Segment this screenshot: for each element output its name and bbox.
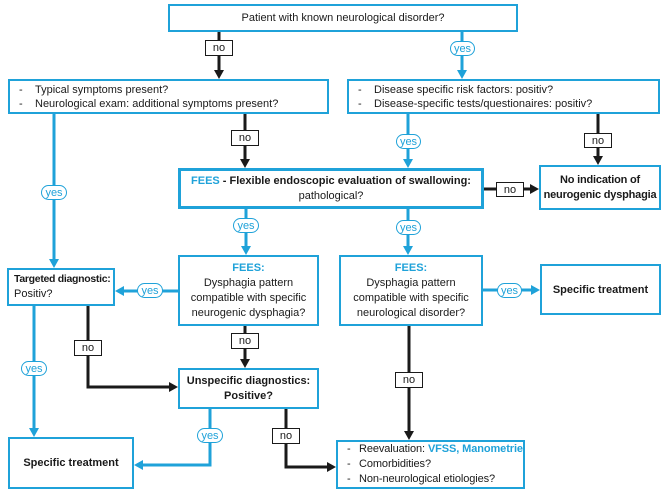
outcome-specific-treatment-left: Specific treatment [8,437,134,489]
list-item-text: Neurological exam: additional symptoms p… [35,97,279,110]
arrowhead [134,460,143,470]
list-marker: - [358,83,362,96]
outcome-specific-treatment-right: Specific treatment [540,264,661,315]
pattern-line: compatible with specific [353,291,469,304]
pattern-line: neurological disorder? [356,306,466,319]
no-label-fees-to-no-indication: no [496,182,524,197]
connector-targeted-to-unspecific [86,305,178,392]
no-label-targeted-to-unspecific: no [74,340,102,356]
connector-unspecific-to-reevaluation [284,408,336,472]
fees-acronym: FEES [191,174,220,187]
connector-line [284,408,328,469]
arrowhead [169,382,178,392]
fees-title: - Flexible endoscopic evaluation of swal… [219,174,471,187]
arrowhead [593,156,603,165]
outcome-line: neurogenic dysphagia [543,188,657,201]
decision-risk-factors: -Disease specific risk factors: positiv?… [347,79,660,114]
fees-heading: FEES: [394,261,428,274]
arrowhead [240,159,250,168]
reevaluation-label: Reevaluation: [359,443,428,455]
yes-label-neurological-to-treatment: yes [497,283,522,298]
no-label-risk-to-no-indication: no [584,133,612,148]
no-label-neurogenic-to-unspecific: no [231,333,259,349]
arrowhead [115,286,124,296]
list-item-text: Disease-specific tests/questionaires: po… [374,97,593,110]
connector-line [142,408,212,467]
pattern-line: Dysphagia pattern [366,276,456,289]
list-marker: - [347,473,351,485]
decision-fees-neurogenic-pattern: FEES: Dysphagia pattern compatible with … [178,255,319,326]
no-label-unspecific-to-reevaluation: no [272,428,300,444]
yes-label-neurogenic-to-targeted: yes [137,283,163,298]
treatment-label: Specific treatment [552,283,649,296]
outcome-no-indication: No indication of neurogenic dysphagia [539,165,661,210]
arrowhead [49,259,59,268]
yes-label-fees-to-neurological: yes [396,220,421,235]
pattern-line: neurogenic dysphagia? [191,306,306,319]
arrowhead [214,70,224,79]
treatment-label: Specific treatment [23,457,119,469]
decision-unspecific-diagnostics: Unspecific diagnostics: Positive? [178,368,319,409]
arrowhead [240,359,250,368]
decision-fees-neurological-pattern: FEES: Dysphagia pattern compatible with … [339,255,483,326]
list-item: -Disease-specific tests/questionaires: p… [358,97,592,111]
arrowhead [29,428,39,437]
unspecific-question: Positive? [224,389,273,402]
fees-heading: FEES: [232,261,265,274]
connector-line [86,305,170,389]
decision-targeted-diagnostic: Targeted diagnostic: Positiv? [7,268,115,306]
connector-unspecific-to-treatment [134,408,212,470]
arrowhead [531,285,540,295]
arrowhead [403,159,413,168]
arrowhead [404,431,414,440]
decision-text: Patient with known neurological disorder… [241,12,445,24]
list-item-text: Comorbidities? [359,458,431,470]
list-item-text: Typical symptoms present? [35,83,169,96]
list-item-text: Disease specific risk factors: positiv? [374,83,554,96]
arrowhead [403,246,413,255]
outcome-reevaluation: -Reevaluation: VFSS, Manometrie -Comorbi… [336,440,525,489]
fees-title-line: FEES - Flexible endoscopic evaluation of… [191,174,471,189]
decision-fees-pathological: FEES - Flexible endoscopic evaluation of… [178,168,484,209]
arrowhead [530,184,539,194]
reevaluation-methods: VFSS, Manometrie [427,443,523,455]
decision-symptoms: -Typical symptoms present? -Neurological… [8,79,329,114]
list-marker: - [19,97,23,110]
outcome-line: No indication of [560,173,640,186]
no-label-neurological-to-reevaluation: no [395,372,423,388]
fees-question: pathological? [298,189,364,202]
list-item: -Typical symptoms present? [19,83,168,97]
yes-label-start-to-risk: yes [450,41,475,56]
no-label-start-to-symptoms: no [205,40,233,56]
arrowhead [241,246,251,255]
pattern-line: compatible with specific [190,291,307,304]
yes-label-risk-to-fees: yes [396,134,421,149]
unspecific-title: Unspecific diagnostics: [186,374,311,387]
arrowhead [327,462,336,472]
list-marker: - [347,443,351,455]
yes-label-fees-to-neurogenic: yes [233,218,259,233]
targeted-question: Positiv? [14,288,53,300]
arrowhead [457,70,467,79]
list-marker: - [358,97,362,110]
pattern-line: Dysphagia pattern [203,276,294,289]
list-item: -Non-neurological etiologies? [347,472,495,487]
yes-label-unspecific-to-treatment: yes [197,428,223,443]
list-marker: - [347,458,351,470]
list-item: -Reevaluation: VFSS, Manometrie [347,442,523,457]
list-marker: - [19,83,23,96]
decision-known-disorder: Patient with known neurological disorder… [168,4,518,32]
yes-label-symptoms-to-targeted: yes [41,185,67,200]
targeted-title: Targeted diagnostic: [14,273,111,285]
list-item: -Comorbidities? [347,457,431,472]
no-label-symptoms-to-fees: no [231,130,259,146]
list-item-text: Non-neurological etiologies? [359,473,496,485]
list-item: -Neurological exam: additional symptoms … [19,97,278,111]
list-item: -Disease specific risk factors: positiv? [358,83,553,97]
yes-label-targeted-to-treatment: yes [21,361,47,376]
